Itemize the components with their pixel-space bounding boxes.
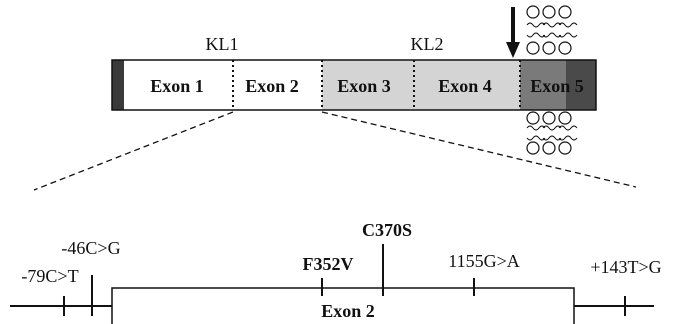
variant-label-46c-g: -46C>G xyxy=(61,238,120,258)
exon-4-label: Exon 4 xyxy=(438,76,492,96)
exon-2-box xyxy=(111,287,575,324)
variant-label-143t-g: +143T>G xyxy=(590,257,661,277)
exon-3-label: Exon 3 xyxy=(337,76,391,96)
exon-bar: Exon 1 Exon 2 Exon 3 Exon 4 Exon 5 xyxy=(111,59,597,111)
variant-label-c370s: C370S xyxy=(362,220,412,240)
zoom-line-right xyxy=(321,111,637,188)
exon-5-region xyxy=(520,60,566,110)
exon-bar-outline xyxy=(111,59,597,111)
membrane-top-icon xyxy=(526,5,578,55)
domain-kl1-label: KL1 xyxy=(206,34,239,54)
variant-label-79c-t: -79C>T xyxy=(21,266,78,286)
zoom-line-left xyxy=(33,111,234,191)
membrane-bottom-icon xyxy=(526,111,578,155)
exon-2-detail: Exon 2 -79C>T -46C>G F352V C370S 1155G>A… xyxy=(10,220,662,324)
exon-1-2-region xyxy=(124,60,322,110)
exon-3-4-region xyxy=(322,60,520,110)
exon-5-label: Exon 5 xyxy=(530,76,584,96)
exon-1-label: Exon 1 xyxy=(150,76,204,96)
domain-kl2-label: KL2 xyxy=(411,34,444,54)
variant-label-1155g-a: 1155G>A xyxy=(448,251,519,271)
variant-label-f352v: F352V xyxy=(303,254,354,274)
down-arrow-icon xyxy=(506,7,520,58)
exon-bar-left-cap xyxy=(112,60,124,110)
exon-2-label: Exon 2 xyxy=(245,76,299,96)
exon-bar-right-cap xyxy=(566,60,596,110)
exon-2-detail-label: Exon 2 xyxy=(321,301,375,321)
